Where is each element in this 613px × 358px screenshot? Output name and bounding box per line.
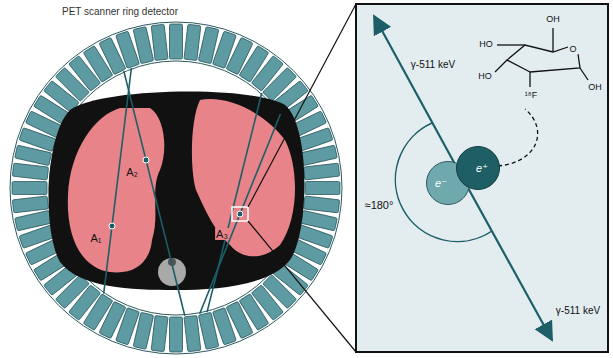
body-slice xyxy=(49,92,305,290)
figure-title: PET scanner ring detector xyxy=(62,6,178,17)
positron-path xyxy=(498,109,538,166)
detector-ring xyxy=(10,22,342,354)
event-label: A₃ xyxy=(215,228,229,240)
line-of-response xyxy=(207,93,262,312)
detector-block xyxy=(12,182,47,195)
photon-energy: γ-511 keV xyxy=(555,305,601,316)
atom-label: OH xyxy=(545,15,561,25)
gamma-arrow xyxy=(462,177,552,340)
detector-block xyxy=(184,315,201,351)
detector-block xyxy=(303,163,339,180)
detector-block xyxy=(198,312,218,349)
photon-energy: γ-511 keV xyxy=(410,59,456,70)
lines-of-response xyxy=(104,68,281,316)
atom-label: O xyxy=(568,45,577,55)
right-lung xyxy=(192,99,295,256)
zoom-line xyxy=(248,4,356,207)
glucose-molecule xyxy=(495,28,588,87)
zoom-box xyxy=(232,207,248,221)
detector-block xyxy=(305,182,340,195)
particle-circle: e⁺ xyxy=(456,146,500,190)
detector-block xyxy=(15,210,52,230)
detector-block xyxy=(12,163,48,180)
detector-block xyxy=(133,27,153,64)
line-of-response xyxy=(200,114,281,314)
event-label: A₂ xyxy=(125,166,139,178)
particle-shape xyxy=(457,147,500,190)
isotope-label: ¹⁸F xyxy=(524,91,538,101)
detector-block xyxy=(170,24,183,59)
line-of-response xyxy=(124,71,185,316)
atom-label: HO xyxy=(477,72,493,82)
gamma-arrow xyxy=(374,16,462,177)
zoom-panel xyxy=(356,4,608,352)
particle-label: e⁺ xyxy=(476,162,488,175)
detector-block xyxy=(184,24,201,60)
detector-block xyxy=(303,196,339,213)
detector-block xyxy=(12,196,48,213)
event-dots xyxy=(109,157,243,229)
particle-label: e⁻ xyxy=(435,177,447,190)
detector-block xyxy=(300,145,337,165)
event-label: A₁ xyxy=(89,232,102,244)
detector-block xyxy=(170,317,183,352)
detector-block xyxy=(151,24,168,60)
line-of-response xyxy=(104,68,132,294)
angle-label: ≈180° xyxy=(364,199,395,211)
zoom-line xyxy=(248,221,356,352)
atom-label: OH xyxy=(587,83,603,93)
detector-block xyxy=(151,315,168,351)
atom-label: HO xyxy=(478,40,494,50)
